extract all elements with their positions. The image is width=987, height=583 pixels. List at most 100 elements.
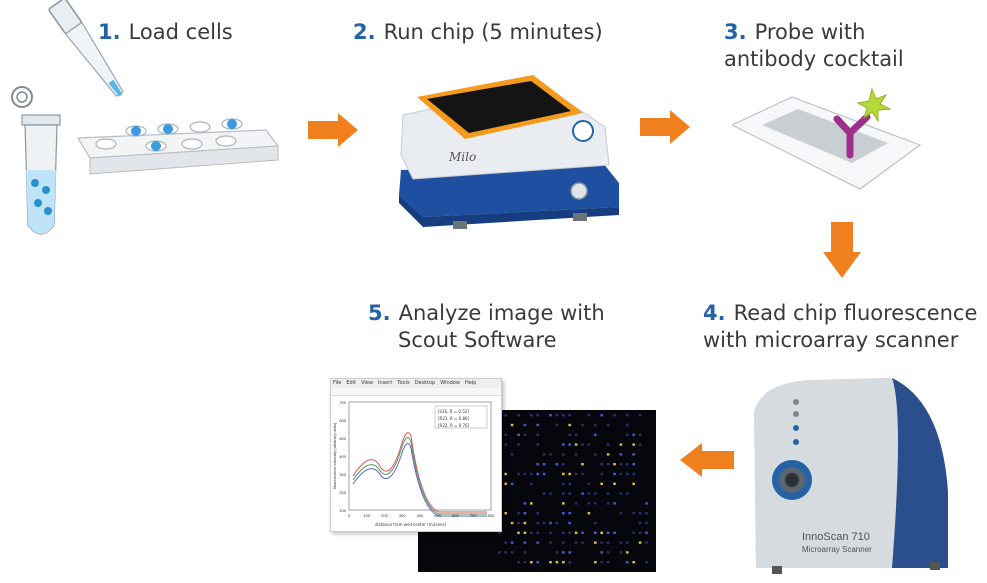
software-menubar: File Edit View Insert Tools Desktop Window Help: [331, 379, 501, 388]
step-5-text-line2: Scout Software: [398, 328, 557, 352]
array-spot: [530, 414, 533, 417]
array-spot: [549, 541, 552, 544]
array-spot: [562, 512, 565, 515]
array-spot: [510, 423, 514, 427]
step-5-label: 5.Analyze image with Scout Software: [368, 300, 605, 354]
array-spot: [568, 423, 571, 427]
x-tick-label: 400: [417, 513, 424, 518]
array-spot: [587, 512, 591, 515]
array-spot: [574, 453, 578, 456]
array-spot: [606, 443, 610, 446]
array-spot: [523, 531, 527, 534]
array-spot: [574, 433, 578, 436]
array-spot: [600, 414, 603, 417]
array-spot: [638, 414, 642, 417]
array-spot: [517, 472, 520, 476]
array-spot: [568, 492, 571, 495]
tube-icon: [8, 75, 68, 245]
array-spot: [626, 492, 629, 495]
array-spot: [626, 433, 629, 436]
array-spot: [645, 541, 648, 544]
menu-item-help[interactable]: Help: [464, 380, 477, 386]
array-spot: [523, 433, 527, 436]
array-spot: [638, 443, 642, 446]
array-spot: [594, 423, 597, 427]
arrow-right-1-icon: [308, 113, 360, 147]
array-spot: [594, 433, 597, 436]
array-spot: [587, 492, 591, 495]
y-tick-label: 100: [339, 508, 346, 513]
array-spot: [613, 472, 616, 476]
array-spot: [562, 551, 565, 554]
menu-item-window[interactable]: Window: [440, 380, 460, 386]
array-spot: [562, 453, 565, 456]
menu-item-desktop[interactable]: Desktop: [414, 380, 436, 386]
y-tick-label: 600: [339, 418, 346, 423]
array-spot: [613, 502, 616, 505]
array-spot: [536, 512, 539, 515]
array-spot: [562, 531, 565, 534]
y-tick-label: 200: [339, 490, 346, 495]
array-spot: [619, 512, 623, 515]
array-spot: [638, 433, 642, 436]
x-tick-label: 200: [381, 513, 388, 518]
array-spot: [574, 472, 578, 476]
pipette-icon: [48, 0, 138, 115]
array-spot: [523, 551, 527, 554]
array-spot: [510, 482, 514, 485]
step-2-label: 2.Run chip (5 minutes): [353, 19, 603, 46]
array-spot: [530, 561, 533, 564]
step-3-number: 3.: [724, 20, 747, 44]
array-spot: [632, 512, 635, 515]
array-spot: [574, 502, 578, 505]
menu-item-view[interactable]: View: [361, 380, 373, 386]
array-spot: [542, 492, 546, 495]
x-tick-label: 700: [470, 513, 477, 518]
array-spot: [594, 521, 597, 525]
array-spot: [638, 541, 642, 544]
array-spot: [632, 433, 635, 436]
array-spot: [613, 531, 616, 534]
array-spot: [606, 423, 610, 427]
array-spot: [568, 472, 571, 476]
software-window: File Edit View Insert Tools Desktop Window Help…: [330, 378, 502, 532]
array-spot: [587, 482, 591, 485]
array-spot: [530, 472, 533, 476]
array-spot: [626, 541, 629, 544]
array-spot: [594, 492, 597, 495]
x-tick-label: 100: [363, 513, 370, 518]
plot-ylabel: fluorescence intensity (arbitrary units): [332, 422, 337, 489]
menu-item-insert[interactable]: Insert: [377, 380, 393, 386]
array-spot: [638, 512, 642, 515]
array-spot: [536, 521, 539, 525]
step-1-text: Load cells: [128, 20, 233, 44]
array-spot: [510, 551, 514, 554]
array-spot: [645, 561, 648, 564]
device-brand-text: Milo: [448, 150, 476, 164]
array-spot: [626, 414, 629, 417]
array-spot: [594, 541, 597, 544]
plot-legend: [S16, R = 0.52] [R21, R = 0.86] [R22, R …: [438, 408, 469, 429]
array-spot: [536, 472, 539, 476]
array-spot: [510, 453, 514, 456]
array-spot: [536, 423, 539, 427]
array-spot: [568, 433, 571, 436]
menu-item-edit[interactable]: Edit: [346, 380, 357, 386]
step-5-number: 5.: [368, 301, 391, 325]
array-spot: [542, 453, 546, 456]
x-tick-label: 600: [452, 513, 459, 518]
array-spot: [568, 414, 571, 417]
menu-item-tools[interactable]: Tools: [397, 380, 410, 386]
array-spot: [517, 561, 520, 564]
array-spot: [542, 472, 546, 476]
array-spot: [504, 512, 507, 515]
array-spot: [581, 423, 584, 427]
array-spot: [568, 561, 571, 564]
array-spot: [619, 443, 623, 446]
array-spot: [536, 561, 539, 564]
array-spot: [645, 521, 648, 525]
array-spot: [536, 433, 539, 436]
array-spot: [587, 414, 591, 417]
menu-item-file[interactable]: File: [333, 380, 342, 386]
array-spot: [549, 531, 552, 534]
